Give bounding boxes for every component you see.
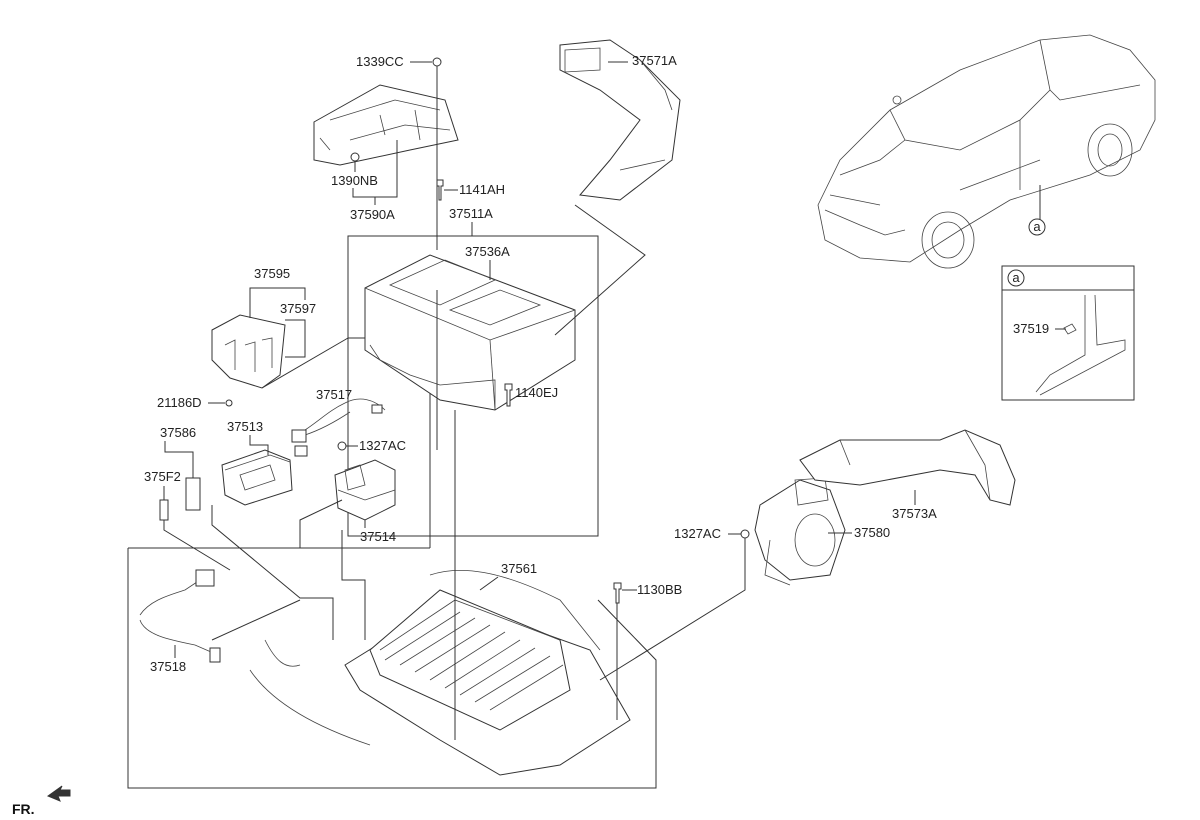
bolt-1141AH (436, 179, 444, 201)
inset-marker-circle (1007, 269, 1025, 287)
callout-21186D: 21186D (157, 395, 202, 410)
wiring-37517 (291, 398, 386, 457)
duct-37571A (559, 39, 681, 201)
callout-1130BB: 1130BB (637, 582, 682, 597)
callout-37517: 37517 (316, 387, 352, 402)
blower-37580 (754, 477, 846, 586)
screw-21186D (225, 399, 233, 407)
callout-37561: 37561 (501, 561, 537, 576)
callout-1141AH: 1141AH (459, 182, 505, 197)
top-cover-37590A (313, 84, 459, 166)
callout-37580: 37580 (854, 525, 890, 540)
detail-marker: a (1033, 219, 1041, 234)
callout-37571A: 37571A (632, 53, 677, 68)
pillar-trim-part (1035, 294, 1126, 396)
callout-1327AC-left: 1327AC (359, 438, 406, 453)
lower-tray-frame (127, 548, 657, 789)
callout-37590A: 37590A (350, 207, 395, 222)
fuse-block-37586 (159, 477, 201, 521)
callout-37514: 37514 (360, 529, 396, 544)
nut-1327AC-right (740, 529, 750, 539)
bracket-37595 (211, 314, 286, 389)
callout-1390NB: 1390NB (331, 173, 378, 188)
duct-37573A (799, 429, 1016, 506)
callout-37536A: 37536A (465, 244, 510, 259)
detail-inset-box (1001, 265, 1135, 401)
detail-marker-circle (1028, 218, 1046, 236)
callout-375F2: 375F2 (144, 469, 181, 484)
callout-37511A: 37511A (449, 206, 493, 221)
upper-assembly-frame (347, 235, 599, 537)
callout-37573A: 37573A (892, 506, 937, 521)
front-arrow-icon (46, 785, 71, 802)
bolt-1140EJ (504, 383, 513, 407)
callout-37595: 37595 (254, 266, 290, 281)
nut-1327AC-left (337, 441, 347, 451)
callout-37518: 37518 (150, 659, 186, 674)
callout-1339CC: 1339CC (356, 54, 404, 69)
relay-37514 (334, 459, 396, 521)
nut-1339CC (432, 57, 442, 67)
inset-marker: a (1012, 270, 1020, 285)
upper-cover-37536A (364, 254, 576, 411)
callout-37586: 37586 (160, 425, 196, 440)
wiring-37518 (139, 569, 221, 663)
callout-37513: 37513 (227, 419, 263, 434)
bolt-1130BB (613, 582, 622, 604)
car-illustration (817, 34, 1156, 269)
callout-1140EJ: 1140EJ (515, 385, 558, 400)
front-indicator: FR. (12, 801, 35, 817)
callout-37597: 37597 (280, 301, 316, 316)
module-37513 (221, 449, 293, 506)
nut-1390NB (350, 152, 360, 162)
battery-pack-37561 (249, 569, 631, 776)
callout-1327AC-right: 1327AC (674, 526, 721, 541)
callout-37519: 37519 (1013, 321, 1049, 336)
